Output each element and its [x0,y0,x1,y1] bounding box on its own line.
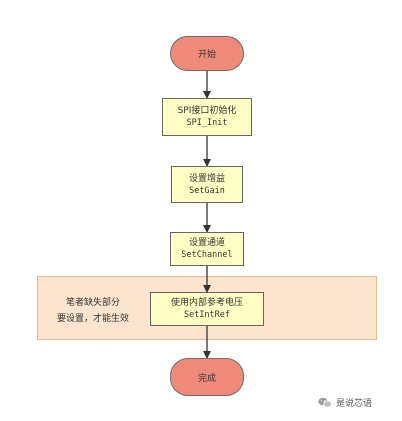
group-note: 笔者缺失部分 要设置，才能生效 [48,295,138,327]
process-set-gain-title: 设置增益 [188,173,225,184]
process-spi-init: SPI接口初始化 SPI_Init [162,98,252,136]
process-set-channel-func: SetChannel [181,250,233,260]
process-set-int-ref-title: 使用内部参考电压 [170,298,243,308]
group-note-line2: 要设置，才能生效 [56,314,129,324]
start-label: 开始 [197,50,216,60]
process-set-int-ref: 使用内部参考电压 SetIntRef [150,292,264,326]
process-set-gain-func: SetGain [189,185,225,196]
process-spi-init-func: SPI_Init [186,118,228,128]
group-note-line1: 笔者缺失部分 [65,298,120,308]
watermark: 是说芯语 [318,396,372,409]
process-set-channel: 设置通道 SetChannel [170,232,244,266]
watermark-text: 是说芯语 [336,399,373,409]
end-node: 完成 [170,358,244,396]
process-set-int-ref-func: SetIntRef [183,310,231,320]
process-set-channel-title: 设置通道 [188,238,225,248]
process-spi-init-title: SPI接口初始化 [177,106,237,116]
start-node: 开始 [170,36,244,71]
wechat-icon [318,397,332,408]
end-label: 完成 [197,373,216,384]
process-set-gain: 设置增益 SetGain [171,166,243,203]
